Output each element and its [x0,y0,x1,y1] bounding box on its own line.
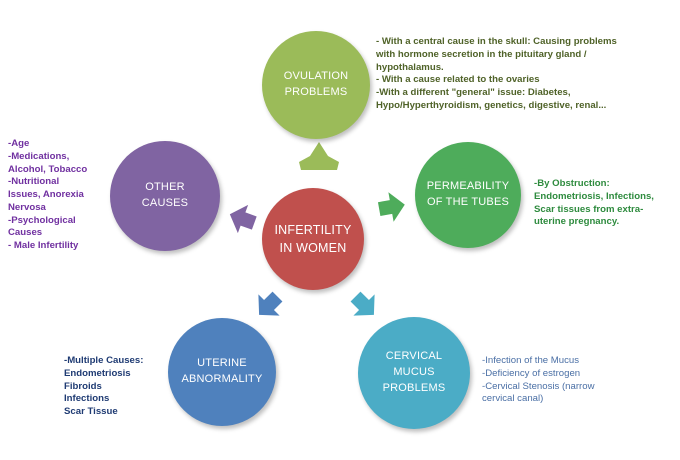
arrow-down-right-icon [350,291,375,316]
node-other-causes: OTHER CAUSES [110,141,220,251]
arrow-down-left-icon [258,291,283,316]
arrow-up-icon [299,142,339,170]
note-permeability: -By Obstruction: Endometriosis, Infectio… [534,178,654,228]
node-uterine-label: UTERINE ABNORMALITY [181,357,263,385]
center-node-label: INFERTILITY IN WOMEN [274,222,352,255]
note-cervical: -Infection of the Mucus -Deficiency of e… [482,355,595,405]
center-node-infertility: INFERTILITY IN WOMEN [262,188,364,290]
note-ovulation: - With a central cause in the skull: Cau… [376,36,617,111]
node-cervical-label: CERVICAL MUCUS PROBLEMS [382,350,446,394]
node-other-label: OTHER CAUSES [141,181,189,209]
node-ovulation-label: OVULATION PROBLEMS [283,70,349,98]
node-cervical-mucus: CERVICAL MUCUS PROBLEMS [358,317,470,429]
arrow-right-icon [377,192,405,222]
node-ovulation-problems: OVULATION PROBLEMS [262,31,370,139]
node-uterine-abnormality: UTERINE ABNORMALITY [168,318,276,426]
node-permeability-tubes: PERMEABILITY OF THE TUBES [415,142,521,248]
node-permeability-label: PERMEABILITY OF THE TUBES [426,180,510,208]
arrow-left-icon [229,204,257,234]
note-uterine: -Multiple Causes: Endometriosis Fibroids… [64,355,144,417]
note-other: -Age -Medications, Alcohol, Tobacco -Nut… [8,138,88,251]
